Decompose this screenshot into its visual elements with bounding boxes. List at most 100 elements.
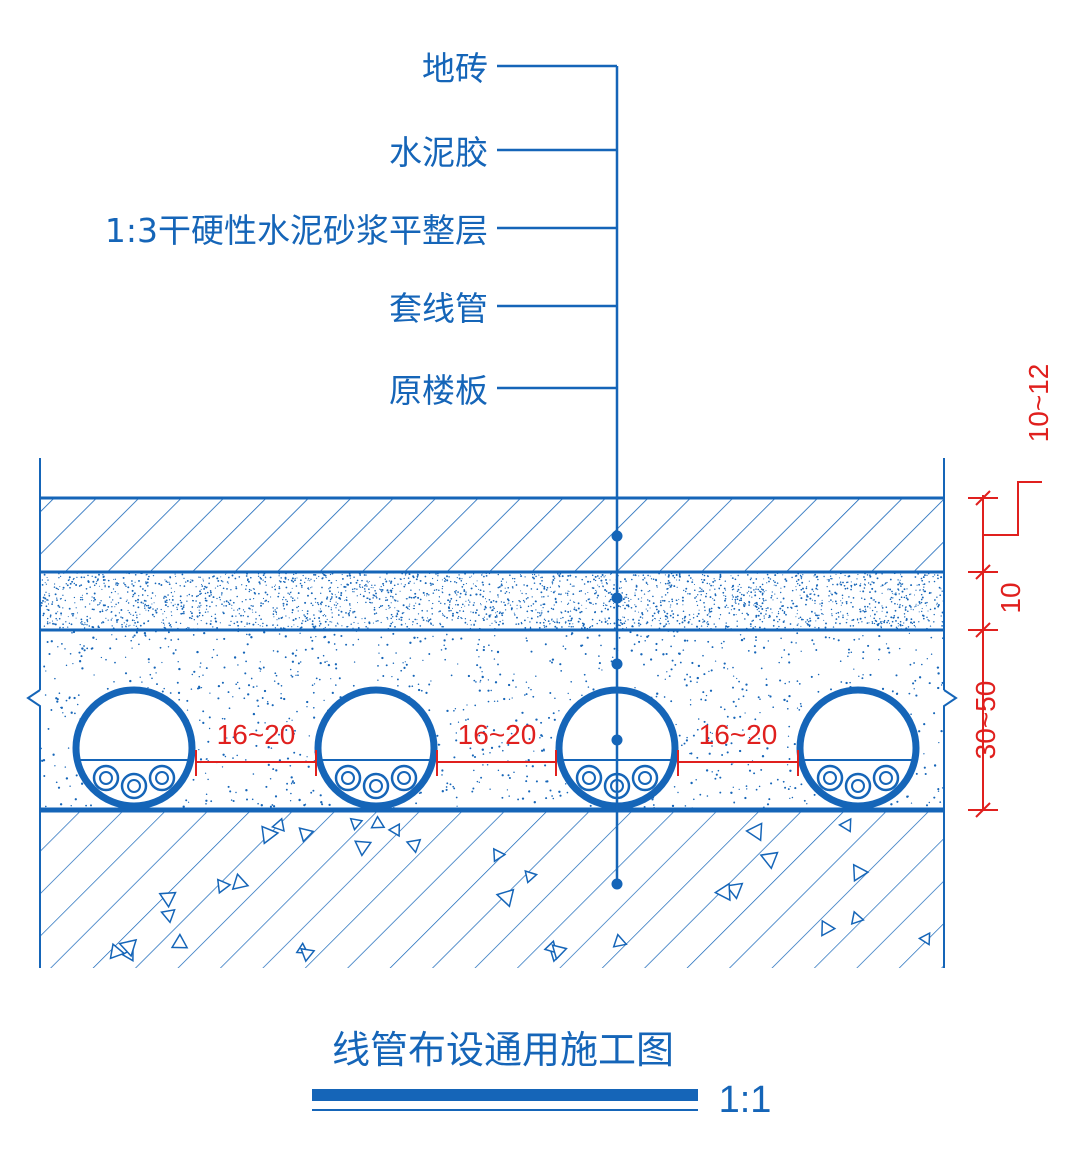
stipple-dot: [936, 574, 939, 577]
stipple-dot: [404, 623, 407, 625]
stipple-dot: [250, 677, 253, 680]
stipple-dot: [89, 617, 91, 619]
stipple-dot: [352, 627, 354, 629]
stipple-dot: [708, 610, 711, 612]
stipple-dot: [830, 578, 832, 580]
stipple-dot: [663, 696, 666, 698]
stipple-dot: [81, 647, 84, 650]
stipple-dot: [323, 635, 327, 639]
stipple-dot: [64, 599, 67, 602]
stipple-dot: [588, 601, 591, 604]
stipple-dot: [312, 604, 314, 607]
stipple-dot: [294, 729, 296, 732]
stipple-dot: [58, 606, 61, 608]
stipple-dot: [923, 753, 925, 755]
stipple-dot: [683, 639, 687, 642]
stipple-dot: [862, 651, 865, 654]
stipple-dot: [565, 622, 567, 624]
stipple-dot: [549, 623, 551, 625]
stipple-dot: [55, 617, 57, 620]
stipple-dot: [137, 601, 139, 604]
stipple-dot: [248, 588, 251, 591]
stipple-dot: [145, 581, 147, 583]
stipple-dot: [282, 602, 285, 605]
stipple-dot: [394, 577, 396, 580]
stipple-dot: [339, 598, 342, 600]
stipple-dot: [285, 788, 288, 791]
stipple-dot: [880, 626, 883, 629]
stipple-dot: [137, 606, 140, 609]
stipple-dot: [469, 619, 472, 622]
stipple-dot: [884, 582, 887, 584]
stipple-dot: [699, 587, 701, 589]
stipple-dot: [426, 617, 429, 619]
stipple-dot: [560, 670, 563, 672]
stipple-dot: [705, 734, 709, 737]
stipple-dot: [738, 680, 740, 683]
stipple-dot: [861, 621, 863, 623]
stipple-dot: [571, 617, 573, 619]
stipple-dot: [283, 697, 286, 701]
stipple-dot: [449, 783, 452, 786]
stipple-dot: [730, 763, 733, 766]
stipple-dot: [175, 582, 177, 585]
stipple-dot: [442, 614, 444, 616]
wire-outer: [334, 764, 362, 792]
stipple-dot: [666, 617, 669, 619]
stipple-dot: [313, 573, 315, 576]
stipple-dot: [250, 589, 252, 592]
stipple-dot: [473, 602, 475, 604]
stipple-dot: [446, 617, 448, 619]
stipple-dot: [928, 581, 930, 583]
stipple-dot: [193, 619, 195, 621]
stipple-dot: [459, 596, 461, 598]
stipple-dot: [313, 683, 316, 685]
stipple-dot: [803, 591, 806, 594]
stipple-dot: [734, 600, 736, 602]
stipple-dot: [225, 605, 228, 607]
stipple-dot: [246, 623, 248, 625]
stipple-dot: [95, 638, 97, 641]
stipple-dot: [852, 624, 855, 627]
stipple-dot: [760, 605, 762, 608]
stipple-dot: [470, 587, 473, 590]
stipple-dot: [161, 690, 164, 693]
stipple-dot: [795, 642, 797, 644]
stipple-dot: [49, 614, 52, 617]
stipple-dot: [655, 642, 658, 646]
stipple-dot: [199, 758, 203, 761]
stipple-dot: [530, 609, 532, 612]
stipple-dot: [207, 740, 210, 743]
stipple-dot: [56, 588, 58, 590]
stipple-dot: [208, 727, 211, 730]
stipple-dot: [572, 623, 574, 625]
stipple-dot: [703, 601, 705, 604]
stipple-dot: [472, 611, 475, 614]
stipple-dot: [382, 675, 385, 677]
stipple-dot: [903, 613, 906, 615]
stipple-dot: [898, 581, 901, 583]
stipple-dot: [501, 796, 504, 799]
stipple-dot: [498, 586, 501, 588]
stipple-dot: [668, 584, 670, 586]
stipple-dot: [830, 592, 832, 594]
stipple-dot: [550, 736, 553, 739]
stipple-dot: [523, 619, 526, 622]
stipple-dot: [455, 604, 457, 606]
stipple-dot: [926, 601, 928, 604]
stipple-dot: [163, 595, 165, 597]
stipple-dot: [419, 640, 422, 643]
stipple-dot: [881, 584, 884, 587]
stipple-dot: [933, 796, 936, 799]
stipple-dot: [638, 625, 640, 627]
stipple-dot: [202, 721, 205, 725]
stipple-dot: [759, 618, 761, 621]
stipple-dot: [656, 692, 659, 695]
stipple-dot: [624, 620, 627, 622]
stipple-dot: [489, 606, 492, 609]
stipple-dot: [724, 597, 727, 600]
stipple-dot: [304, 648, 307, 651]
stipple-dot: [791, 599, 793, 602]
stipple-dot: [579, 611, 582, 614]
aggregate-triangle: [353, 840, 373, 857]
